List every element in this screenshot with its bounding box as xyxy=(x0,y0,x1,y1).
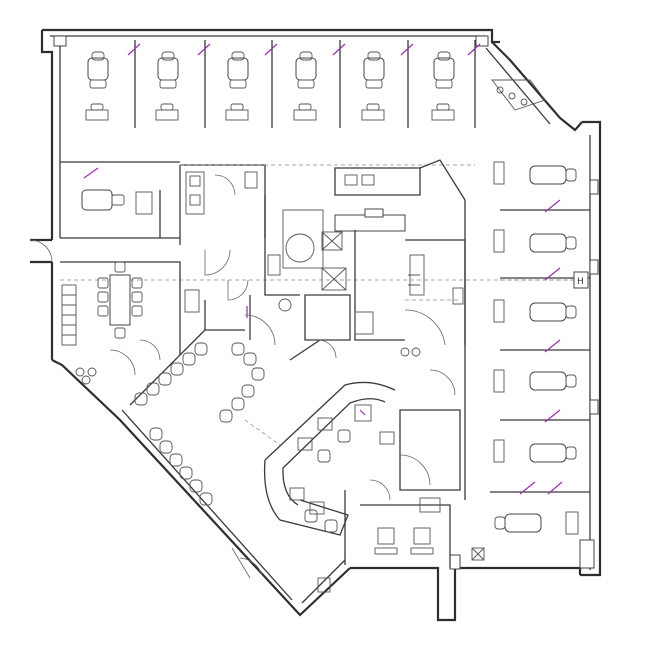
dental-chair xyxy=(225,51,249,121)
center-rooms xyxy=(60,159,580,357)
dental-chair xyxy=(293,51,317,121)
doors xyxy=(204,249,456,501)
conference-room xyxy=(60,261,200,385)
dental-chair xyxy=(431,51,455,121)
dental-chair xyxy=(85,51,109,121)
right-operatories: H xyxy=(464,161,590,535)
top-operatories xyxy=(85,40,546,128)
reception-desk xyxy=(263,381,396,536)
left-operatory xyxy=(60,161,180,239)
dental-chair xyxy=(493,229,577,253)
waiting-chairs xyxy=(134,342,265,506)
plan-marker-label: H xyxy=(577,277,584,287)
columns xyxy=(53,35,599,570)
bottom-center-rooms xyxy=(231,409,485,593)
exterior-walls xyxy=(29,28,602,622)
dental-chair xyxy=(493,299,577,323)
dental-chair xyxy=(494,511,579,535)
dental-chair xyxy=(155,51,179,121)
dental-chair xyxy=(493,161,577,185)
dental-chair xyxy=(493,369,577,393)
waiting-area xyxy=(129,300,321,506)
dental-chair xyxy=(361,51,385,121)
plan-marker-box xyxy=(573,271,589,289)
dental-chair xyxy=(493,439,577,463)
